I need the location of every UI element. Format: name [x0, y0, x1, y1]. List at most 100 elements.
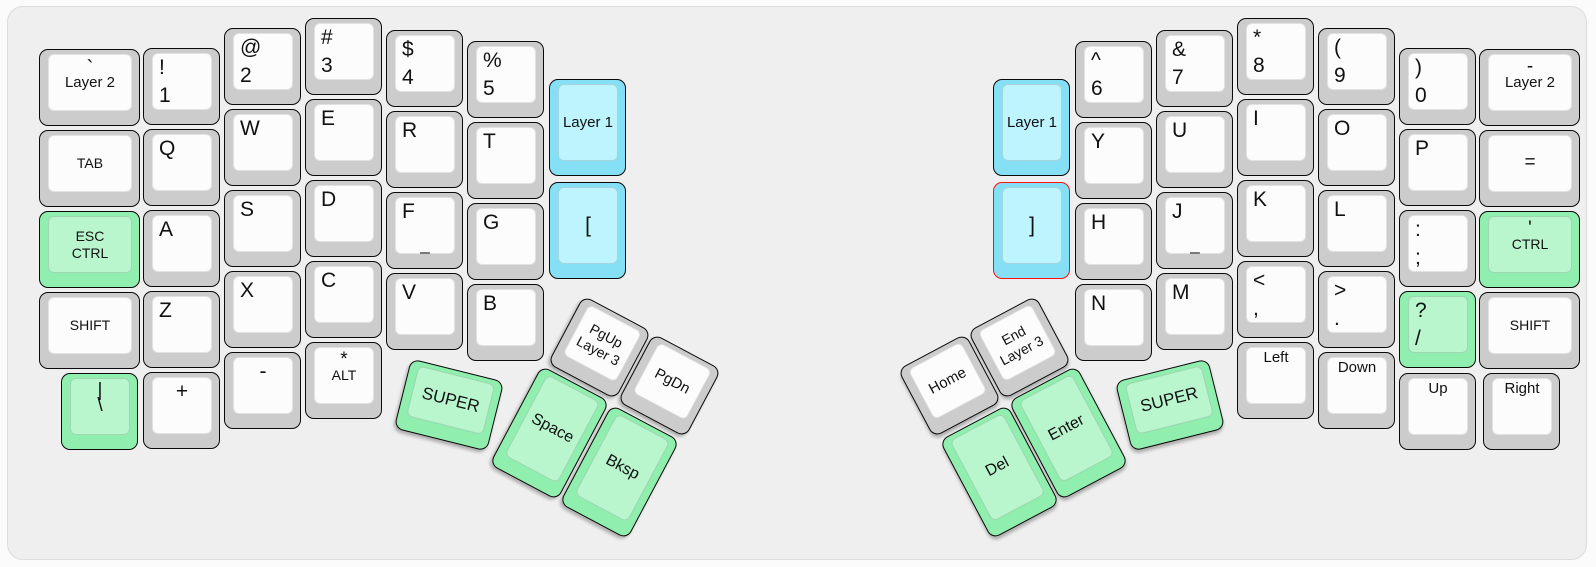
key-e[interactable]: E — [305, 99, 382, 176]
key-star-alt[interactable]: *ALT — [305, 342, 382, 419]
key-9-lparen[interactable]: (9 — [1318, 28, 1395, 105]
key-h[interactable]: H — [1075, 203, 1152, 280]
key-legend: U — [1172, 119, 1188, 142]
key-l[interactable]: L — [1318, 190, 1395, 267]
keycap-top: Down — [1327, 357, 1387, 414]
key-8-star[interactable]: *8 — [1237, 18, 1314, 95]
key-backtick-layer2[interactable]: `Layer 2 — [39, 49, 140, 126]
key-lbracket[interactable]: [ — [549, 182, 626, 279]
key-tab[interactable]: TAB — [39, 130, 140, 207]
key-legend: V — [402, 281, 417, 304]
key-k[interactable]: K — [1237, 180, 1314, 257]
key-5-percent[interactable]: %5 — [467, 41, 544, 118]
key-legend: 8 — [1253, 53, 1265, 77]
key-legend: ALT — [331, 367, 357, 384]
key-period[interactable]: >. — [1318, 271, 1395, 348]
key-g[interactable]: G — [467, 203, 544, 280]
keycap-top: Left — [1246, 347, 1306, 404]
key-legend: 5 — [483, 76, 495, 100]
key-semicolon[interactable]: :; — [1399, 210, 1476, 287]
key-n[interactable]: N — [1075, 284, 1152, 361]
key-layer1-left[interactable]: Layer 1 — [549, 79, 626, 176]
key-6-caret[interactable]: ^6 — [1075, 41, 1152, 118]
key-legend: Y — [1091, 130, 1106, 153]
key-v[interactable]: V — [386, 273, 463, 350]
key-down-arrow[interactable]: Down — [1318, 352, 1395, 429]
key-4-dollar[interactable]: $4 — [386, 30, 463, 107]
key-rbracket[interactable]: ] — [993, 182, 1070, 279]
keycap-top: A — [152, 215, 212, 272]
key-legend: G — [483, 211, 500, 234]
keycap-top: F_ — [395, 197, 455, 254]
keycap-top: O — [1327, 114, 1387, 171]
key-f[interactable]: F_ — [386, 192, 463, 269]
keycap-top: &7 — [1165, 35, 1225, 92]
key-super-left[interactable]: SUPER — [393, 358, 505, 452]
key-b[interactable]: B — [467, 284, 544, 361]
key-legend: ( — [1334, 36, 1341, 59]
key-legend: Layer 1 — [562, 113, 614, 131]
key-left-arrow[interactable]: Left — [1237, 342, 1314, 419]
key-legend: % — [483, 49, 502, 72]
key-shift-left[interactable]: SHIFT — [39, 292, 140, 369]
key-up-arrow[interactable]: Up — [1399, 373, 1476, 450]
key-comma[interactable]: <, — [1237, 261, 1314, 338]
keycap-top: -Layer 2 — [1488, 54, 1572, 111]
keycap-top: J_ — [1165, 197, 1225, 254]
key-legend: SHIFT — [69, 317, 111, 334]
key-j[interactable]: J_ — [1156, 192, 1233, 269]
key-layer1-right[interactable]: Layer 1 — [993, 79, 1070, 176]
key-esc-ctrl[interactable]: ESC CTRL — [39, 211, 140, 288]
key-s[interactable]: S — [224, 190, 301, 267]
key-x[interactable]: X — [224, 271, 301, 348]
key-legend: 9 — [1334, 63, 1346, 87]
key-plus[interactable]: + — [143, 372, 220, 449]
key-minus[interactable]: - — [224, 352, 301, 429]
key-3-hash[interactable]: #3 — [305, 18, 382, 95]
key-equals[interactable]: = — [1479, 130, 1580, 207]
key-d[interactable]: D — [305, 180, 382, 257]
key-legend: X — [240, 279, 255, 302]
keycap-top: Z — [152, 296, 212, 353]
key-i[interactable]: I — [1237, 99, 1314, 176]
key-t[interactable]: T — [467, 122, 544, 199]
keycap-top: M — [1165, 278, 1225, 335]
key-legend: ) — [1415, 56, 1422, 79]
key-super-right[interactable]: SUPER — [1114, 358, 1226, 452]
key-legend: SHIFT — [1509, 317, 1551, 334]
key-1-exclam[interactable]: !1 — [143, 48, 220, 125]
key-2-at[interactable]: @2 — [224, 28, 301, 105]
key-legend: Q — [159, 137, 176, 160]
key-u[interactable]: U — [1156, 111, 1233, 188]
key-0-rparen[interactable]: )0 — [1399, 48, 1476, 125]
key-legend: C — [321, 269, 337, 292]
keycap-top: (9 — [1327, 33, 1387, 90]
key-r[interactable]: R — [386, 111, 463, 188]
key-quote-ctrl[interactable]: 'CTRL — [1479, 211, 1580, 288]
key-z[interactable]: Z — [143, 291, 220, 368]
key-o[interactable]: O — [1318, 109, 1395, 186]
key-legend: CTRL — [1511, 236, 1549, 253]
key-a[interactable]: A — [143, 210, 220, 287]
key-m[interactable]: M — [1156, 273, 1233, 350]
key-shift-right[interactable]: SHIFT — [1479, 292, 1580, 369]
key-legend: > — [1334, 279, 1347, 302]
keycap-top: End Layer 3 — [977, 303, 1058, 383]
key-pipe-backslash[interactable]: |\ — [61, 373, 138, 450]
key-c[interactable]: C — [305, 261, 382, 338]
keycap-top: !1 — [152, 53, 212, 110]
key-legend: Layer 2 — [64, 73, 116, 91]
key-minus-layer2[interactable]: -Layer 2 — [1479, 49, 1580, 126]
key-legend: Z — [159, 299, 172, 322]
key-question-slash[interactable]: ?/ — [1399, 291, 1476, 368]
key-legend: + — [175, 380, 189, 403]
key-legend: - — [259, 360, 267, 383]
key-w[interactable]: W — [224, 109, 301, 186]
key-legend: & — [1172, 38, 1187, 61]
key-right-arrow[interactable]: Right — [1483, 373, 1560, 450]
key-7-amp[interactable]: &7 — [1156, 30, 1233, 107]
key-y[interactable]: Y — [1075, 122, 1152, 199]
key-p[interactable]: P — [1399, 129, 1476, 206]
key-q[interactable]: Q — [143, 129, 220, 206]
